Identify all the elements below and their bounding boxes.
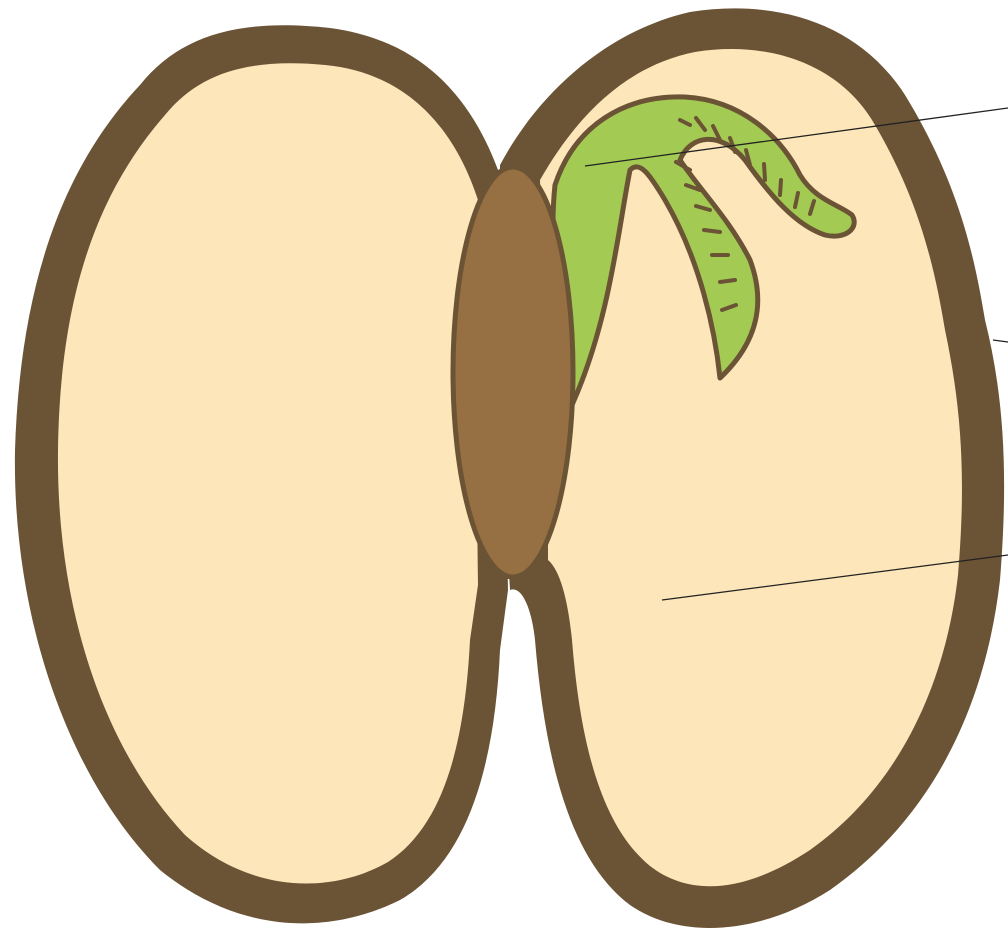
radicle-hilum — [453, 167, 573, 577]
leader-line-seed-coat — [993, 340, 1008, 342]
